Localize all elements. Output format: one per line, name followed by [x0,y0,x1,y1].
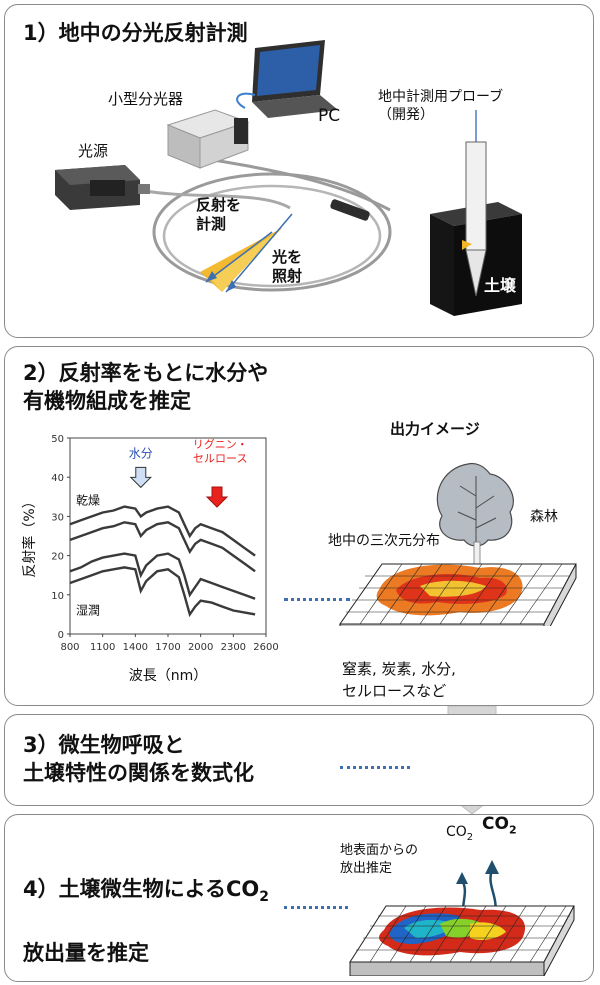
measure-reflection-label: 反射を 計測 [196,196,242,233]
irradiate-label: 光を 照射 [272,248,303,285]
water-arrow-icon [129,466,152,489]
x-tick-label: 1700 [155,642,180,653]
distribution-label: 地中の三次元分布 [328,533,440,549]
soil-label: 土壌 [484,276,517,295]
x-tick-label: 800 [60,642,79,653]
lignin-arrow-icon [205,486,229,508]
probe-head [330,199,370,221]
x-tick-label: 2300 [221,642,246,653]
plot-area [69,437,267,635]
tree-icon [436,462,514,583]
co2-3d-grid [349,860,575,976]
output-3d-grid-forest [339,462,577,626]
fiber-loop [152,172,392,292]
series-line-1 [69,505,256,557]
co2-large-label: CO2 [482,814,517,836]
dotted-connector-2 [284,598,350,601]
measurement-illustration [55,40,522,316]
series-line-2 [69,521,256,573]
y-tick-label: 30 [51,512,64,523]
section4-title: 4）土壌微生物によるCO2 放出量を推定 [23,847,269,967]
section4-title-main: 4）土壌微生物によるCO [23,877,260,901]
co2-small-label: CO2 [446,824,473,843]
x-tick-label: 2000 [188,642,213,653]
section1-title: 1）地中の分光反射計測 [23,21,248,45]
pc-label: PC [318,106,341,126]
section3-title: 3）微生物呼吸と 土壌特性の関係を数式化 [23,733,254,785]
co2-small-main: CO [446,824,467,840]
annotation-water: 水分 [129,447,153,461]
series-line-3 [69,552,256,600]
y-tick-label: 0 [58,630,64,641]
annotation-dry: 乾燥 [76,494,100,508]
laptop-pc [252,40,338,118]
panel-co2-estimation: 4）土壌微生物によるCO2 放出量を推定 [4,814,594,982]
reflectance-chart: 0 10 20 30 40 50 800 1100 1400 1700 2000 2300 2600 波長… [21,434,279,684]
y-tick-label: 50 [51,434,64,445]
annotation-wet: 湿潤 [76,602,100,617]
x-tick-label: 1400 [123,642,148,653]
soil-probe [462,110,487,297]
forest-label: 森林 [530,509,558,525]
spectrometer-device [166,109,250,169]
dotted-connector-3 [340,766,410,769]
section4-title-sub: 2 [259,889,269,906]
co2-small-sub: 2 [466,831,474,843]
light-source-device [55,165,150,210]
surface-emission-label: 地表面からの 放出推定 [340,843,419,876]
panel-respiration-model: 3）微生物呼吸と 土壌特性の関係を数式化 [4,714,594,806]
y-tick-label: 40 [51,473,64,484]
dotted-connector-4 [284,906,348,909]
x-tick-label: 1100 [90,642,115,653]
soil-block [430,202,522,316]
components-label: 窒素, 炭素, 水分, セルロースなど [342,660,456,700]
section4-title-line2: 放出量を推定 [23,941,149,966]
x-tick-label: 2600 [253,642,278,653]
spectrometer-label: 小型分光器 [108,90,184,108]
x-axis-label: 波長（nm） [129,668,208,684]
light-source-label: 光源 [78,142,109,160]
co2-large-sub: 2 [508,823,517,837]
co2-large-main: CO [482,814,509,834]
annotation-lignin-line: セルロース [193,452,247,465]
output-image-label: 出力イメージ [390,420,480,438]
section2-title: 2）反射率をもとに水分や 有機物組成を推定 [23,361,269,413]
series-line-4 [69,566,256,618]
y-tick-label: 20 [51,552,64,563]
annotation-lignin-line: リグニン・ [193,437,248,451]
probe-label: 地中計測用プローブ （開発） [378,89,504,123]
y-tick-label: 10 [51,591,64,602]
y-axis-label: 反射率（%） [21,494,38,577]
